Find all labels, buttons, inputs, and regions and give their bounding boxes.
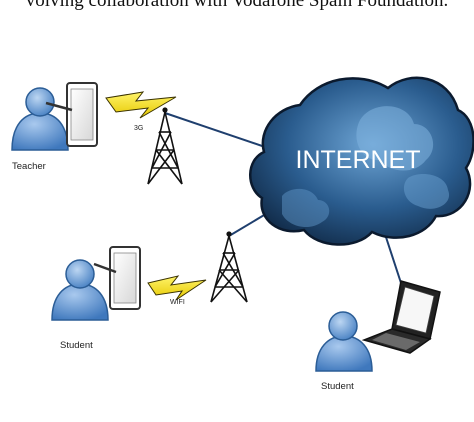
student-laptop-head <box>328 311 358 341</box>
student-tablet-label: Student <box>60 340 93 351</box>
cell-tower-wifi-icon <box>210 231 248 303</box>
teacher-head <box>25 87 55 117</box>
student-tablet-head <box>65 259 95 289</box>
student-tablet-body <box>51 283 109 321</box>
student-tablet-figure: Student <box>51 259 109 351</box>
3g-label: 3G <box>134 125 143 132</box>
teacher-body <box>11 112 69 151</box>
student-laptop-body <box>315 335 373 372</box>
teacher-tablet <box>45 82 98 147</box>
lightning-bolt-wifi-icon <box>147 275 207 301</box>
teacher-figure: Teacher <box>11 87 69 172</box>
internet-cloud: INTERNET <box>249 76 474 246</box>
student-tablet-device <box>93 246 141 310</box>
student-laptop-label: Student <box>321 381 354 392</box>
student-laptop-figure: Student <box>315 311 373 392</box>
laptop-icon <box>361 280 441 354</box>
link-3g-tower-to-cloud <box>164 112 269 149</box>
cloud-label: INTERNET <box>296 146 421 174</box>
cell-tower-3g-icon <box>147 107 183 185</box>
lightning-bolt-3g-icon <box>105 91 177 119</box>
caption: volving collaboration with Vodafone Spai… <box>25 0 449 11</box>
teacher-label: Teacher <box>12 161 46 172</box>
wifi-label: WIFI <box>170 299 185 306</box>
